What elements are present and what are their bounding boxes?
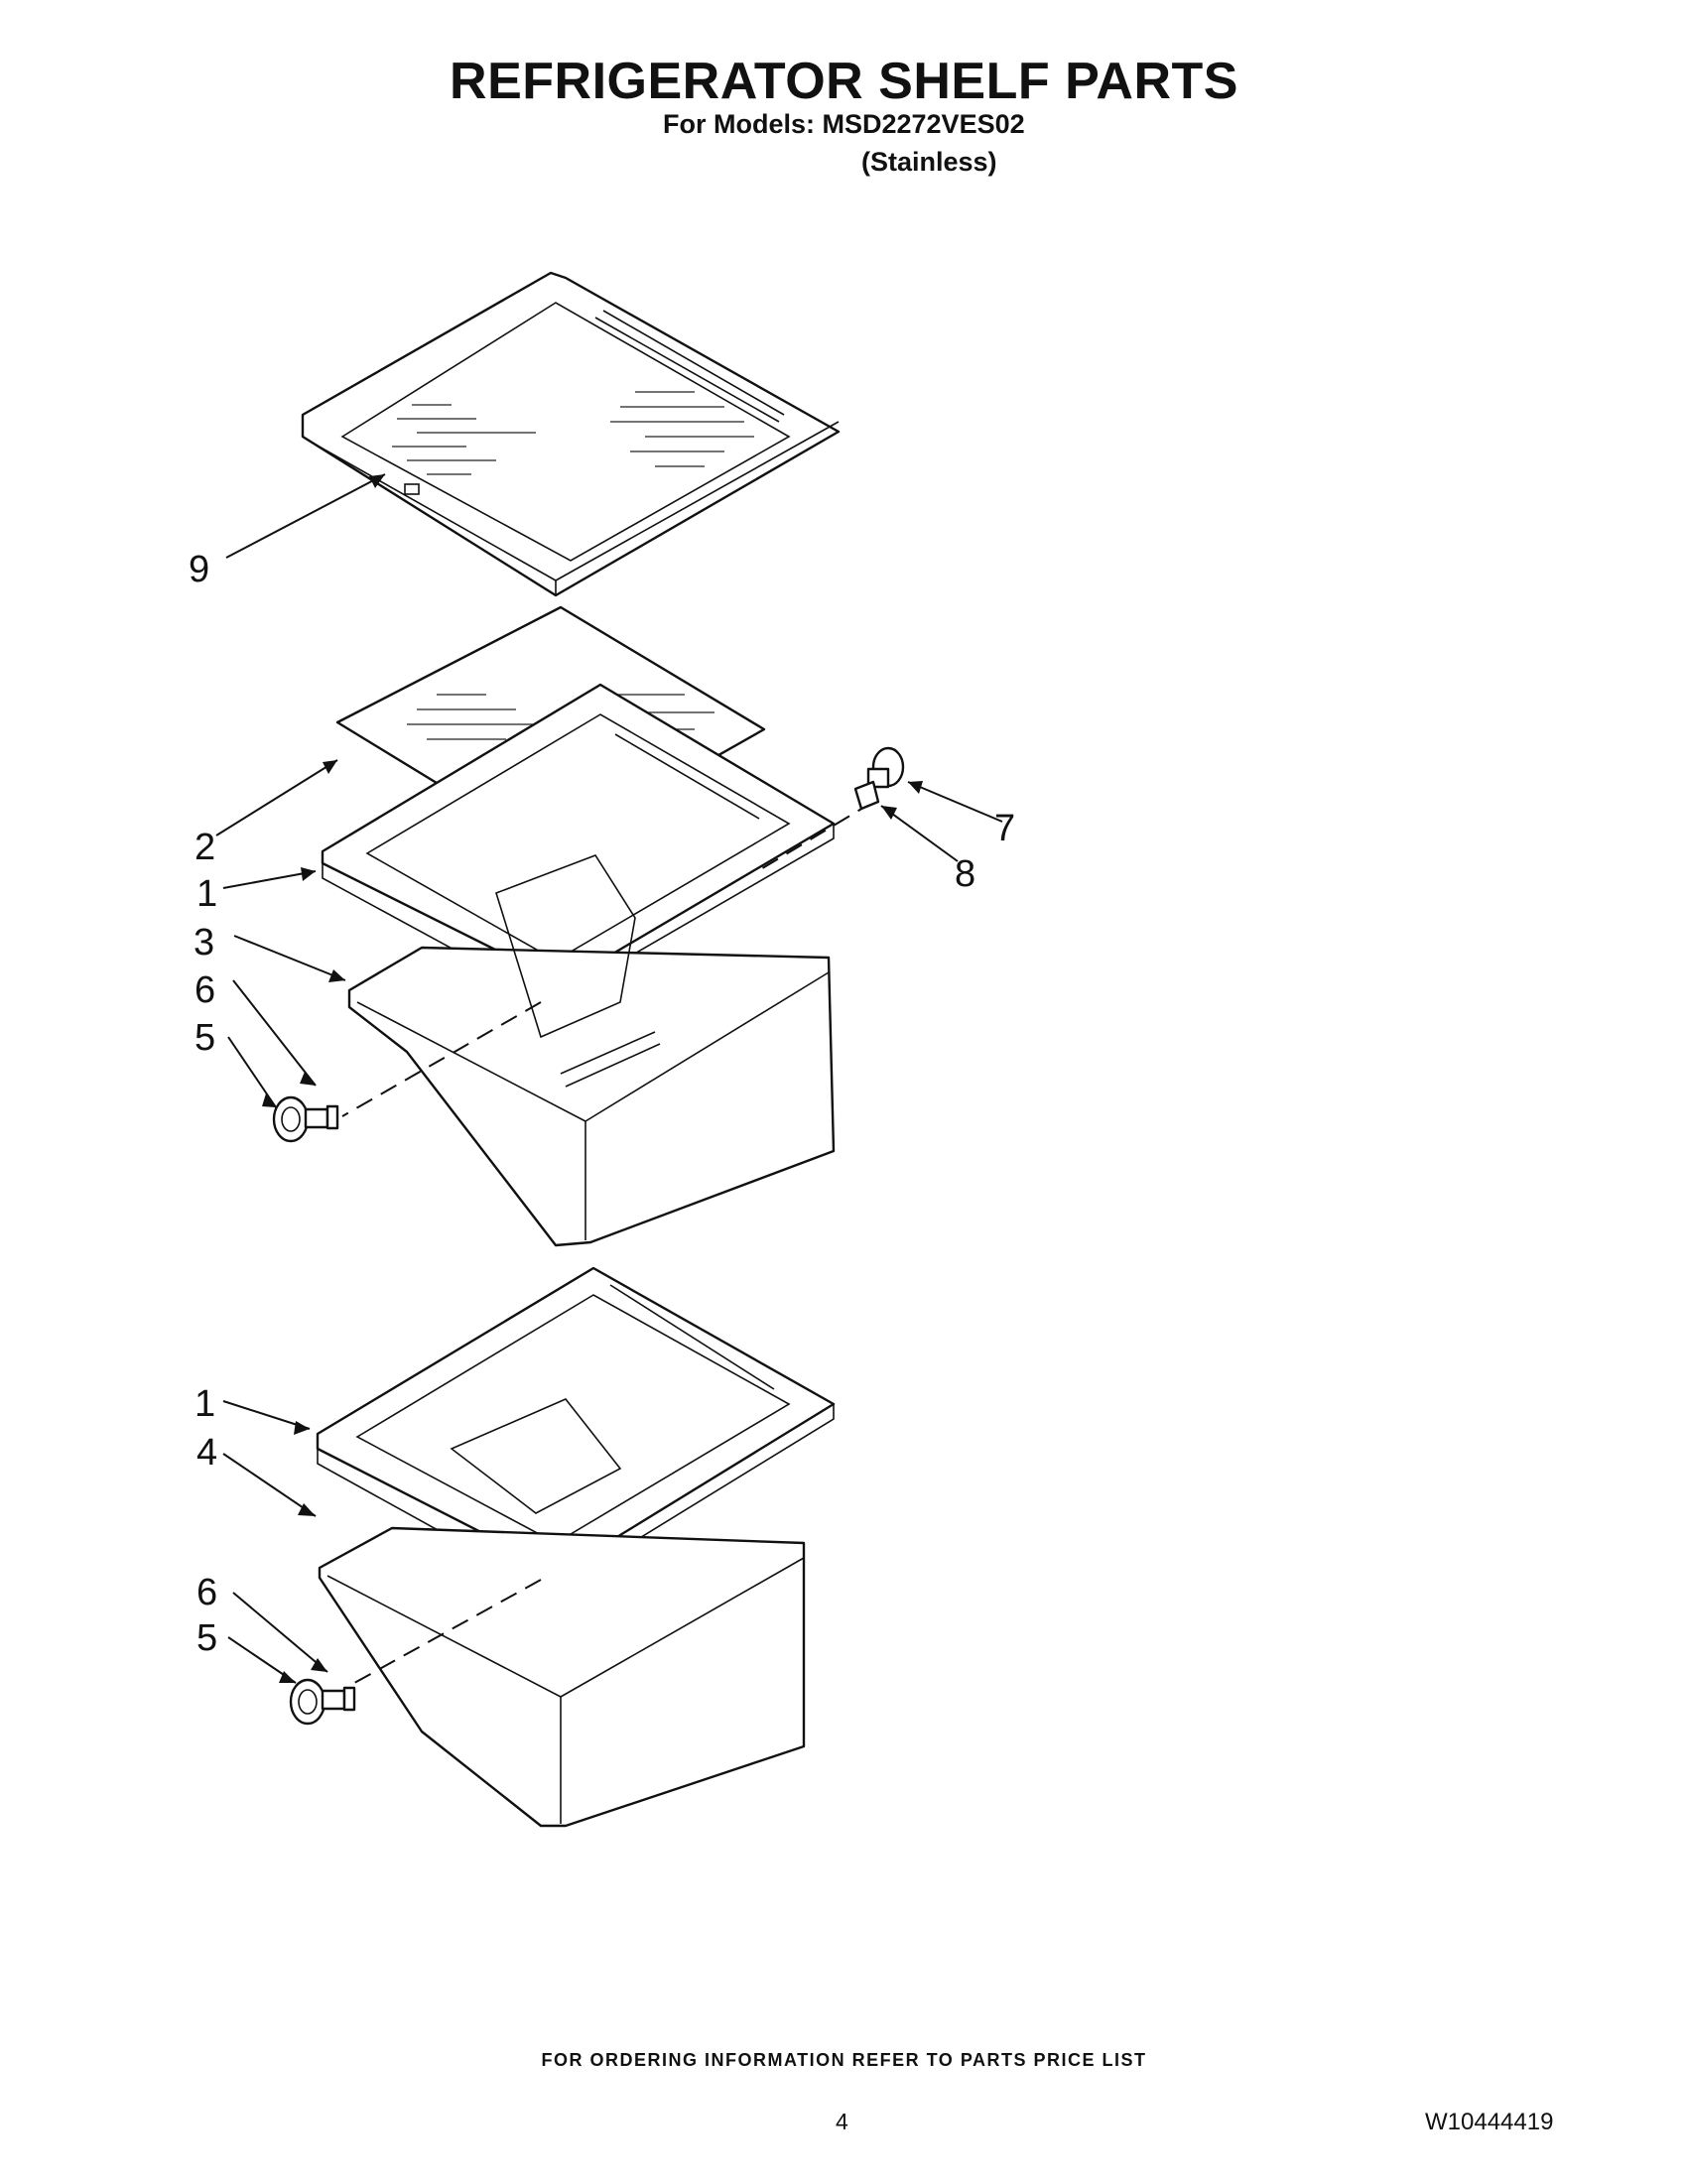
ordering-note: FOR ORDERING INFORMATION REFER TO PARTS … (541, 2050, 1147, 2070)
callout-5-lower: 5 (196, 1617, 217, 1659)
callout-2: 2 (195, 827, 215, 868)
callout-9: 9 (189, 549, 209, 590)
callout-6-lower: 6 (196, 1572, 217, 1613)
part-4-crisper-drawer-lower (318, 1526, 806, 1828)
callout-7: 7 (994, 808, 1015, 849)
callout-3: 3 (194, 922, 214, 964)
model-line: For Models: MSD2272VES02 (663, 109, 1025, 139)
page-title: REFRIGERATOR SHELF PARTS (450, 53, 1238, 110)
part-9-shelf-assembly (301, 271, 841, 597)
part-5-6-roller-lower (289, 1678, 356, 1726)
callout-5-upper: 5 (195, 1017, 215, 1059)
part-5-6-roller-upper (272, 1095, 339, 1143)
callout-1-upper: 1 (196, 873, 217, 915)
callout-8: 8 (955, 853, 975, 895)
part-3-crisper-drawer-upper (341, 854, 836, 1247)
shelf-hatch-marks (392, 391, 754, 475)
leader-lines (215, 473, 1003, 1684)
part-7-8-bolt-roller (853, 746, 905, 811)
callout-4: 4 (196, 1432, 217, 1474)
model-variant: (Stainless) (861, 147, 997, 177)
callout-1-lower: 1 (195, 1383, 215, 1425)
document-number: W10444419 (1425, 2109, 1554, 2135)
callout-6-upper: 6 (195, 969, 215, 1011)
page-number: 4 (836, 2109, 848, 2134)
